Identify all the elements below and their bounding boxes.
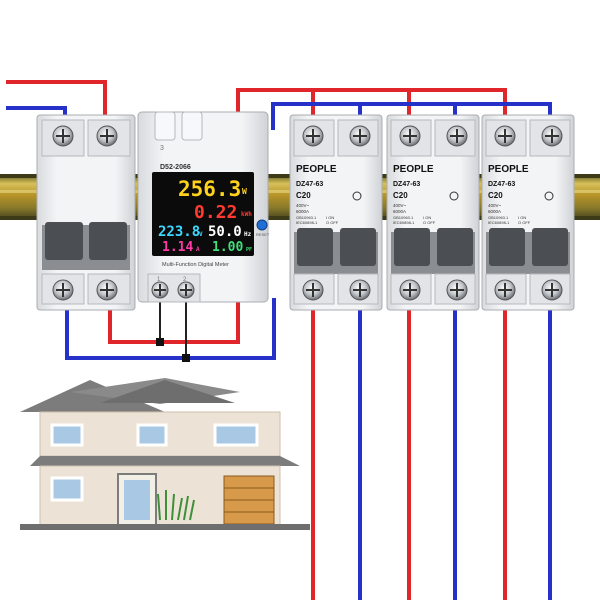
- breaker-brand: PEOPLE: [393, 164, 434, 175]
- branch-breakers: PEOPLEDZ47-63C20400V~6000AGB10963.1IEC60…: [289, 114, 575, 311]
- breaker-rating: C20: [393, 191, 408, 200]
- supply-live-wire: [6, 80, 107, 130]
- breaker-model: DZ47-63: [393, 181, 420, 188]
- main-breaker: [36, 114, 136, 311]
- house-roof-lower: [30, 456, 300, 466]
- breaker-brand: PEOPLE: [296, 164, 337, 175]
- main-breaker-toggle-1[interactable]: [45, 222, 83, 260]
- house-base: [20, 524, 310, 530]
- house-illustration: [20, 378, 310, 530]
- meter-frequency-value: 50.0: [208, 224, 242, 240]
- breaker-toggle[interactable]: [297, 228, 333, 266]
- breaker-standard-1: GB10963.1: [393, 215, 414, 220]
- meter-power-unit: W: [242, 187, 247, 196]
- meter-reset-button[interactable]: [256, 219, 268, 231]
- breaker-toggle[interactable]: [394, 228, 430, 266]
- meter-caption: Multi-Function Digital Meter: [162, 262, 229, 268]
- meter-pf-value: 1.00: [212, 240, 243, 255]
- meter-current-unit: A: [196, 246, 200, 253]
- meter-energy-value: 0.22: [194, 202, 237, 223]
- meter-reset-label: RESET: [256, 232, 270, 237]
- breaker-spec-capacity: 6000A: [296, 209, 309, 214]
- meter-voltage-value: 223.8: [158, 224, 200, 240]
- meter-screen: [152, 172, 254, 256]
- breaker-rating: C20: [296, 191, 311, 200]
- house-roof-left: [20, 380, 165, 412]
- meter-voltage-unit: V: [199, 231, 203, 238]
- digital-meter: 3 D52-2066 256.3 W 0.22 kWh 223.8 V 50.0…: [137, 111, 270, 303]
- breaker-standard-2: IEC60898-1: [488, 220, 510, 225]
- meter-current-value: 1.14: [162, 240, 193, 255]
- breaker-spec-capacity: 6000A: [488, 209, 501, 214]
- breaker-brand: PEOPLE: [488, 164, 529, 175]
- breaker-rating: C20: [488, 191, 503, 200]
- breaker-on-label: I ON: [518, 215, 526, 220]
- ccc-mark-icon: [449, 191, 459, 201]
- meter-energy-unit: kWh: [241, 211, 252, 218]
- breaker-model: DZ47-63: [488, 181, 515, 188]
- breaker-spec-voltage: 400V~: [488, 203, 502, 208]
- house-roof-upper: [100, 380, 235, 403]
- house-window: [50, 423, 84, 447]
- breaker-standard-1: GB10963.1: [488, 215, 509, 220]
- meter-pf-unit: PF: [246, 247, 252, 253]
- house-window: [213, 423, 259, 447]
- load-wiring: [65, 298, 552, 600]
- breaker-standard-1: GB10963.1: [296, 215, 317, 220]
- meter-live-loop: [108, 298, 240, 344]
- ccc-mark-icon: [352, 191, 362, 201]
- ccc-mark-icon: [544, 191, 554, 201]
- breaker-toggle[interactable]: [437, 228, 473, 266]
- breaker-toggle[interactable]: [340, 228, 376, 266]
- breaker-spec-voltage: 400V~: [393, 203, 407, 208]
- meter-frequency-unit: Hz: [244, 231, 252, 238]
- meter-terminal-label-1: 1: [157, 277, 161, 283]
- meter-power-value: 256.3: [178, 177, 241, 201]
- breaker-off-label: O OFF: [423, 220, 436, 225]
- breaker-off-label: O OFF: [518, 220, 531, 225]
- main-breaker-toggle-2[interactable]: [89, 222, 127, 260]
- breaker-model: DZ47-63: [296, 181, 323, 188]
- meter-terminal-label-top: 3: [160, 145, 164, 152]
- breaker-spec-capacity: 6000A: [393, 209, 406, 214]
- meter-junction-2: [182, 354, 190, 362]
- breaker-on-label: I ON: [326, 215, 334, 220]
- breaker-spec-voltage: 400V~: [296, 203, 310, 208]
- breaker-standard-2: IEC60898-1: [296, 220, 318, 225]
- plant-icon: [157, 490, 195, 521]
- breaker-on-label: I ON: [423, 215, 431, 220]
- meter-junction-1: [156, 338, 164, 346]
- meter-terminal-label-2: 2: [183, 277, 187, 283]
- bus-live-wire: [236, 88, 507, 130]
- breaker-toggle[interactable]: [532, 228, 568, 266]
- breaker-off-label: O OFF: [326, 220, 339, 225]
- meter-neutral-loop: [65, 298, 276, 360]
- house-window: [136, 423, 168, 447]
- breaker-standard-2: IEC60898-1: [393, 220, 415, 225]
- meter-model-label: D52-2066: [160, 164, 191, 171]
- house-window: [50, 476, 84, 502]
- breaker-toggle[interactable]: [489, 228, 525, 266]
